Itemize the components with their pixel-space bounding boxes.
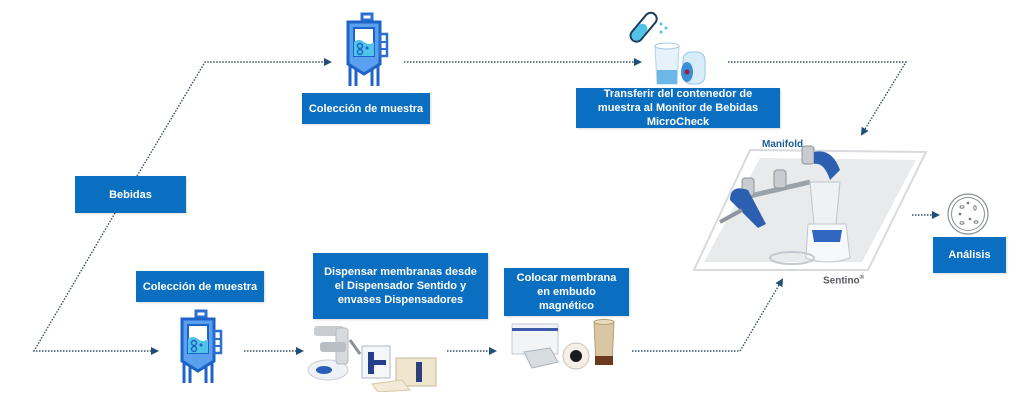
fermentation-tank-icon <box>180 309 223 383</box>
end-node-analysis: Análisis <box>933 237 1006 273</box>
connector-transfer-to-manifold <box>728 61 908 136</box>
start-node-bebidas: Bebidas <box>75 176 186 213</box>
manifold-label: Manifold <box>762 139 804 150</box>
test-tube-and-monitor-icon <box>629 11 706 85</box>
step-transfer-to-microcheck: Transferir del contenedor de muestra al … <box>576 88 780 128</box>
step-place-membrane: Colocar membrana en embudo magnético <box>504 268 629 316</box>
manifold-and-sentino-image <box>692 145 928 271</box>
step-transfer-to-microcheck-label: Transferir del contenedor de muestra al … <box>597 88 759 128</box>
step-dispense-membranes-label: Dispensar membranas desde el Dispensador… <box>324 266 477 306</box>
registered-mark: ® <box>859 275 865 281</box>
connector-funnel-to-sentino <box>632 278 784 352</box>
step-bottom-sample-collection: Colección de muestra <box>136 271 264 302</box>
magnetic-funnel-image <box>511 319 615 370</box>
petri-dish-icon <box>947 193 989 235</box>
fermentation-tank-icon <box>346 12 389 86</box>
sentino-label-text: Sentino <box>823 275 860 287</box>
membrane-dispenser-image <box>307 326 437 392</box>
step-dispense-membranes: Dispensar membranas desde el Dispensador… <box>313 253 488 319</box>
end-node-label: Análisis <box>948 249 991 261</box>
step-place-membrane-label: Colocar membrana en embudo magnético <box>516 272 617 312</box>
connector-bebidas-to-top <box>136 58 332 177</box>
start-node-label: Bebidas <box>109 188 152 201</box>
step-bottom-sample-collection-label: Colección de muestra <box>142 280 258 293</box>
sentino-label: Sentino® <box>823 275 864 286</box>
step-top-sample-collection-label: Colección de muestra <box>308 102 424 115</box>
step-top-sample-collection: Colección de muestra <box>302 93 430 124</box>
connector-bebidas-to-bottom <box>32 212 159 355</box>
